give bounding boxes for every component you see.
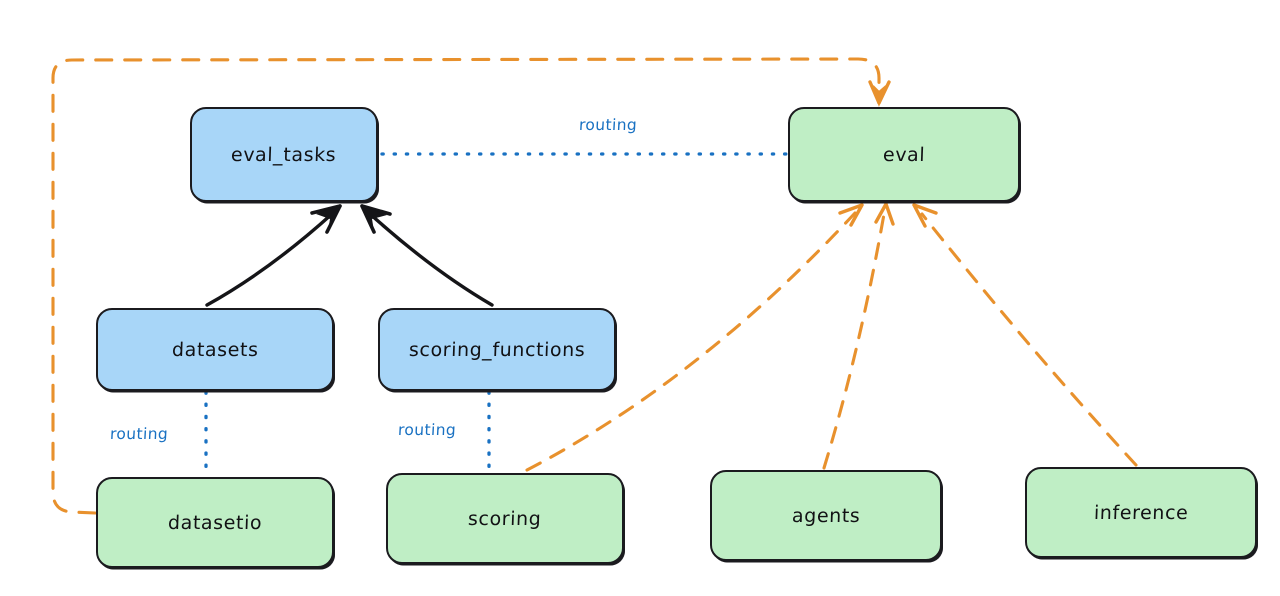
- node-label-datasetio: datasetio: [167, 511, 263, 534]
- node-scoring-functions[interactable]: scoring_functions: [378, 308, 616, 391]
- edge-scoring_functions-to-eval_tasks: [360, 204, 494, 307]
- node-label-scoring-functions: scoring_functions: [408, 338, 586, 361]
- node-label-agents: agents: [791, 504, 861, 527]
- edge-scoring-to-eval: [525, 203, 864, 472]
- node-datasets[interactable]: datasets: [96, 308, 334, 391]
- node-label-scoring: scoring: [467, 507, 543, 530]
- node-agents[interactable]: agents: [710, 470, 942, 561]
- node-scoring[interactable]: scoring: [386, 473, 624, 564]
- edge-label-routing-eval-tasks-eval: routing: [578, 116, 638, 134]
- node-label-eval: eval: [882, 143, 926, 166]
- node-eval-tasks[interactable]: eval_tasks: [190, 107, 378, 202]
- edge-agents-to-eval: [822, 202, 895, 470]
- node-eval[interactable]: eval: [788, 107, 1020, 202]
- edge-label-routing-datasets-datasetio: routing: [109, 425, 169, 443]
- node-label-inference: inference: [1093, 501, 1189, 524]
- edge-datasets-to-eval_tasks: [205, 204, 342, 307]
- node-label-eval-tasks: eval_tasks: [230, 143, 338, 166]
- node-datasetio[interactable]: datasetio: [96, 477, 334, 568]
- edge-datasetio-to-eval: [51, 57, 891, 515]
- node-inference[interactable]: inference: [1025, 467, 1257, 558]
- node-label-datasets: datasets: [171, 338, 259, 361]
- edge-label-routing-scoring-functions-scoring: routing: [397, 421, 457, 439]
- edge-inference-to-eval: [912, 203, 1138, 467]
